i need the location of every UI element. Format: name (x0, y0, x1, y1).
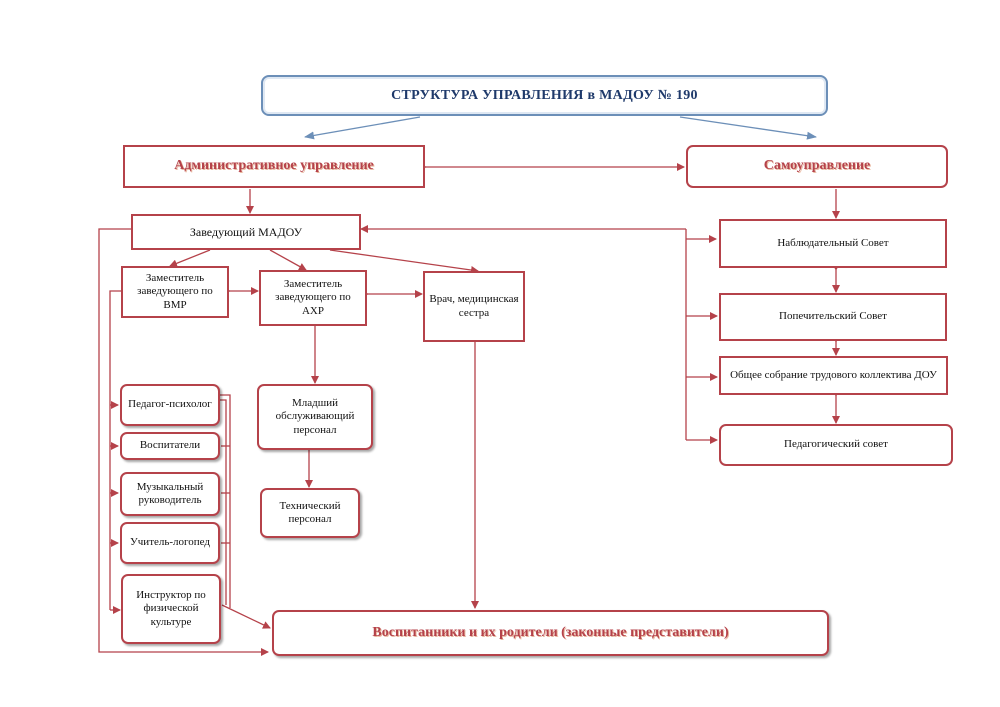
deputy-ahr-box: Заместитель заведующего по АХР (259, 270, 367, 326)
speech-therapist-box: Учитель-логопед (120, 522, 220, 564)
deputy-vmr-box: Заместитель заведующего по ВМР (121, 266, 229, 318)
psychologist-box: Педагог-психолог (120, 384, 220, 426)
pupils-parents-box: Воспитанники и их родители (законные пре… (272, 610, 829, 656)
tech-staff-box: Технический персонал (260, 488, 360, 538)
junior-staff-box: Младший обслуживающий персонал (257, 384, 373, 450)
arrow-title-self (679, 116, 817, 140)
arrow-head-doctor (329, 249, 479, 274)
head-box: Заведующий МАДОУ (131, 214, 361, 250)
diagram-title: СТРУКТУРА УПРАВЛЕНИЯ в МАДОУ № 190 (261, 75, 828, 116)
left-outer-loop (98, 228, 269, 656)
music-director-box: Музыкальный руководитель (120, 472, 220, 516)
doctor-box: Врач, медицинская сестра (423, 271, 525, 342)
educators-box: Воспитатели (120, 432, 220, 460)
supervisory-council-box: Наблюдательный Совет (719, 219, 947, 268)
arrow-title-admin (304, 116, 421, 140)
pe-instructor-box: Инструктор по физической культуре (121, 574, 221, 644)
arrow-head-ahr (269, 249, 307, 271)
arrow-head-vmr (169, 249, 211, 268)
self-management-box: Самоуправление (686, 145, 948, 188)
trustees-council-box: Попечительский Совет (719, 293, 947, 341)
arrow-specialists-pupils (221, 604, 271, 629)
vmr-bus (109, 290, 121, 610)
general-assembly-box: Общее собрание трудового коллектива ДОУ (719, 356, 948, 395)
admin-management-box: Административное управление (123, 145, 425, 188)
pedagogical-council-box: Педагогический совет (719, 424, 953, 466)
